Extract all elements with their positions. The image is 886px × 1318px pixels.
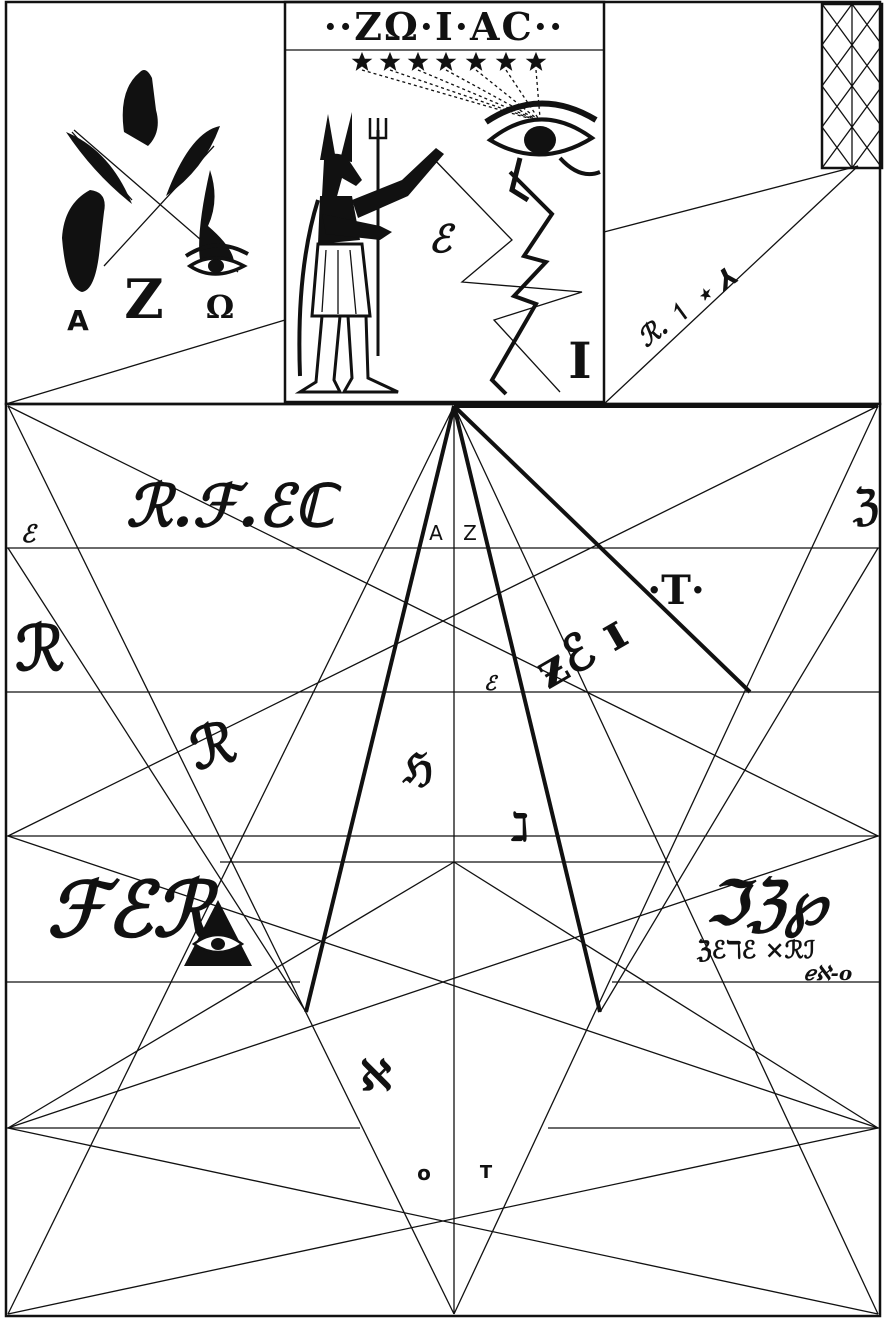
left-panel-emblem — [62, 70, 249, 292]
sigil-right-tiny: ℯℵ-o — [804, 961, 852, 985]
ray-lines — [429, 154, 583, 393]
left-letter-a: A — [67, 304, 89, 337]
left-letter-omega: Ω — [206, 288, 234, 326]
lower-letter-o: o — [417, 1161, 431, 1185]
center-letter-i: I — [568, 331, 591, 390]
lightning-zigzag — [489, 170, 555, 396]
thick-pyramid — [304, 404, 878, 1013]
sigil-star-mark: ℷ — [510, 804, 529, 849]
apex-letter-a: A — [429, 521, 443, 545]
right-wall-line — [603, 165, 859, 233]
sigil-left-serpent: ℛ — [183, 709, 242, 784]
top-section: ··ZΩ·I·AC·· — [4, 0, 884, 406]
sigil-small-mark: ℰ — [484, 671, 499, 695]
lattice-window — [820, 2, 884, 170]
sigil-center: ℌ — [402, 745, 433, 792]
lower-letter-t: T — [480, 1162, 493, 1183]
star-rays — [361, 69, 541, 119]
small-eye-pyramid-icon — [184, 900, 252, 966]
right-panel-script: ℛ. ↿ ⋆ ⅄ — [632, 262, 743, 354]
sigil-left-edge: ℰ — [21, 519, 39, 548]
sigil-top-left: ℛ.ℱ.ℰℂ — [126, 472, 342, 540]
sigil-left-big: ℱℰℛ — [47, 865, 220, 954]
set-deity-figure — [294, 112, 444, 394]
right-floor-line — [603, 165, 859, 405]
star-lines — [7, 405, 879, 1315]
banner-text: ··ZΩ·I·AC·· — [324, 4, 564, 49]
sigil-left-mid: ℛ — [15, 612, 64, 685]
horizontal-bands — [6, 547, 880, 1129]
left-floor-line — [5, 319, 286, 405]
sigil-bottom-center: ℵ — [360, 1051, 391, 1100]
left-letter-zeta: Z — [124, 267, 163, 331]
center-panel-glyph: ℰ — [428, 216, 455, 261]
star-diagram — [4, 402, 882, 1318]
bottom-frame — [4, 402, 882, 1318]
seven-stars-icon — [351, 51, 547, 71]
sigil-right-big: ℑℨ℘ — [706, 869, 831, 939]
sigil-diagonal: ƶℰ ɪ — [525, 602, 637, 701]
apex-letter-z: Z — [463, 521, 477, 545]
eye-of-horus-icon — [484, 100, 601, 203]
sigil-right-small: ℨℰℸℰ ×ℛℐ — [696, 935, 816, 964]
t-sigil: ·T· — [647, 567, 705, 614]
sigil-right-edge: ℨ — [852, 481, 879, 530]
center-panel-frame — [283, 0, 606, 404]
